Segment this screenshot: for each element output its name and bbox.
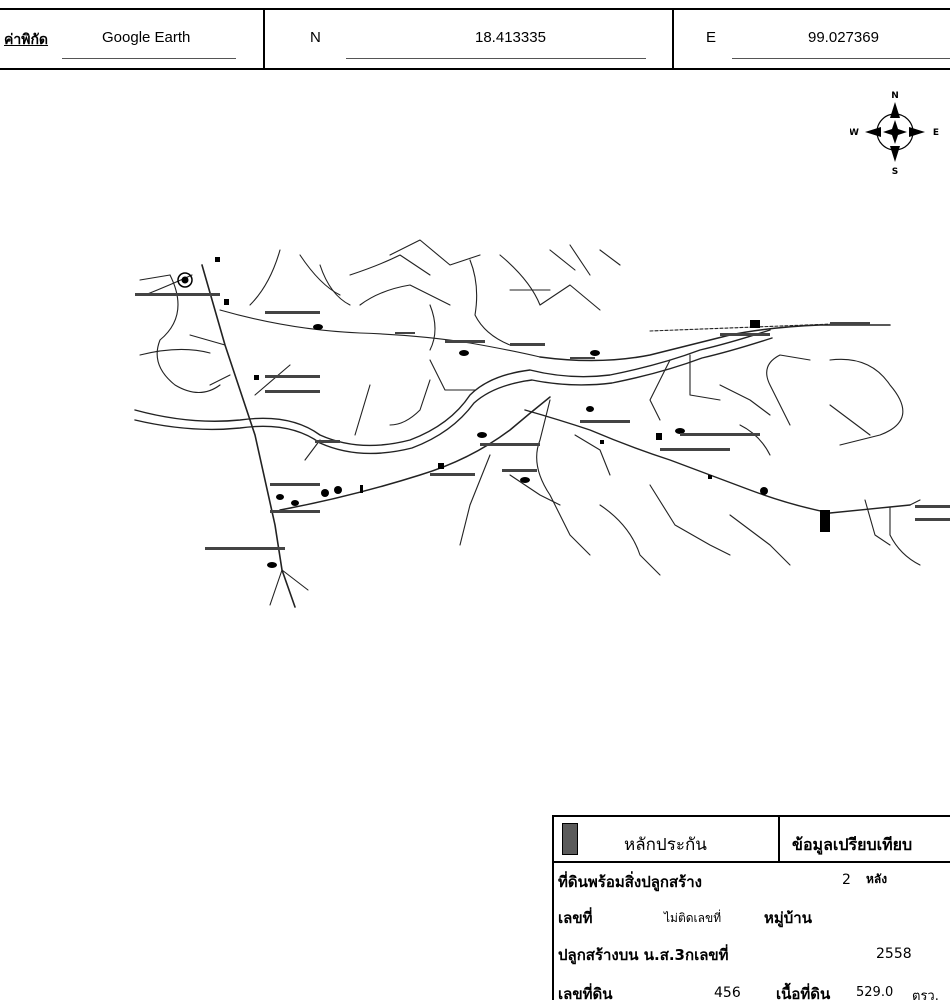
compass-west: W	[850, 128, 859, 138]
latitude-underline	[346, 58, 646, 59]
coordinate-header: ค่าพิกัด Google Earth N 18.413335 E 99.0…	[0, 8, 950, 70]
legend-swatch	[562, 823, 578, 855]
divider	[672, 10, 674, 68]
divider	[554, 861, 950, 863]
area-label: เนื้อที่ดิน	[776, 985, 831, 1003]
area-unit: ตรว.	[912, 989, 939, 1004]
collateral-header: หลักประกัน	[624, 835, 707, 855]
longitude-value: 99.027369	[808, 29, 879, 46]
area-value: 529.0	[856, 985, 894, 1000]
building-unit: หลัง	[866, 872, 888, 886]
divider	[263, 10, 265, 68]
building-count: 2	[842, 872, 851, 888]
latitude-label: N	[310, 29, 321, 46]
compass-rose-icon: N S W E	[850, 91, 939, 176]
built-on-value: 2558	[876, 946, 912, 962]
comparison-header: ข้อมูลเปรียบเทียบ	[792, 835, 913, 854]
built-on-label: ปลูกสร้างบน น.ส.3กเลขที่	[558, 946, 729, 964]
coordinate-label: ค่าพิกัด	[4, 32, 49, 48]
longitude-label: E	[706, 29, 717, 46]
longitude-underline	[732, 58, 950, 59]
compass-south: S	[892, 167, 898, 176]
land-with-buildings-label: ที่ดินพร้อมสิ่งปลูกสร้าง	[558, 873, 702, 891]
source-underline	[62, 58, 236, 59]
compass-east: E	[933, 128, 939, 138]
compass-north: N	[891, 91, 899, 101]
location-map	[134, 239, 950, 608]
divider	[778, 817, 780, 861]
number-value: ไม่ติดเลขที่	[664, 911, 722, 925]
collateral-info-table: หลักประกัน ข้อมูลเปรียบเทียบ ที่ดินพร้อม…	[552, 815, 950, 1004]
number-label: เลขที่	[558, 909, 593, 927]
land-number-label: เลขที่ดิน	[558, 985, 613, 1003]
village-label: หมู่บ้าน	[764, 909, 812, 927]
land-number-value: 456	[714, 985, 741, 1001]
coordinate-source: Google Earth	[102, 29, 191, 46]
latitude-value: 18.413335	[475, 29, 546, 46]
